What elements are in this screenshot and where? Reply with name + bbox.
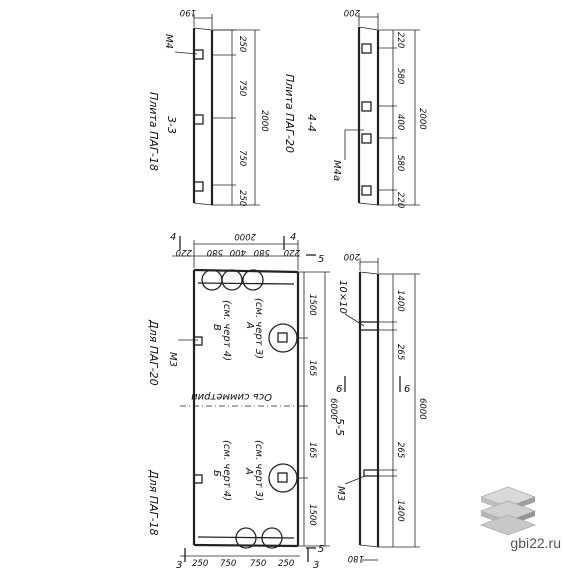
mark-m4: М4	[163, 34, 174, 49]
section-mark-4: 4	[290, 232, 296, 243]
dim-400: 400	[395, 114, 405, 130]
section-mark-3: 3	[313, 560, 319, 571]
dim-250: 250	[192, 559, 208, 569]
detail-a-top-ref: (см. черт 3)	[253, 298, 264, 359]
dim-1500: 1500	[307, 504, 317, 526]
dim-580: 580	[395, 68, 405, 84]
lifting-loop-circle	[242, 269, 264, 291]
weld-label: 10×10	[337, 280, 348, 314]
section-mark-5: 5	[318, 254, 324, 265]
plan-view: Ось симметрии 2000 220 580 400 580 220 4…	[147, 231, 338, 571]
width-dim: 190	[180, 7, 196, 17]
section-mark-4: 4	[170, 232, 176, 243]
view-4-4: 200 220 580 400 580 220 2000 М4а Плита П…	[283, 7, 427, 208]
stacked-slabs-logo	[479, 486, 537, 536]
embedded-plate	[193, 49, 204, 60]
lifting-loop-circle	[221, 269, 243, 291]
dim-750: 750	[250, 559, 266, 569]
embedded-plate	[361, 185, 372, 196]
total-length: 6000	[328, 398, 338, 420]
section-mark-6: 6	[336, 384, 342, 395]
plan-width: 2000	[234, 231, 256, 241]
dim-250: 250	[278, 559, 294, 569]
section-mark-6: 6	[404, 384, 410, 395]
detail-a-circle	[268, 323, 298, 353]
total-dim: 6000	[417, 398, 427, 420]
dim-165: 165	[307, 360, 317, 376]
caption-for-pag18: Для ПАГ-18	[147, 469, 160, 536]
brand-site[interactable]: gbi22.ru	[510, 535, 561, 551]
width-dim: 200	[344, 7, 360, 17]
axis-label: Ось симметрии	[191, 391, 272, 402]
detail-a-circle	[268, 463, 298, 493]
dim-265: 265	[395, 442, 405, 458]
dim-1400: 1400	[395, 290, 405, 312]
dim-580: 580	[207, 247, 223, 257]
dim-250-bottom: 250	[237, 190, 247, 206]
caption-pag18: Плита ПАГ-18	[147, 92, 160, 171]
embedded-plate	[361, 43, 372, 54]
dim-750: 750	[237, 80, 247, 96]
section-3-3: 3-3	[165, 116, 178, 134]
detail-v: В	[211, 324, 222, 331]
embedded-plate	[193, 114, 204, 125]
detail-b: Б	[211, 470, 222, 477]
width-dim: 200	[344, 251, 360, 261]
dim-750: 750	[220, 559, 236, 569]
embedded-plate	[361, 133, 372, 144]
dim-220: 220	[284, 247, 300, 257]
embedded-plate	[361, 101, 372, 112]
total-dim: 2000	[259, 110, 269, 132]
detail-a-bottom: А	[243, 467, 254, 475]
dim-580: 580	[395, 155, 405, 171]
dim-580: 580	[254, 247, 270, 257]
dim-400: 400	[230, 247, 246, 257]
lifting-loop-circle	[201, 269, 223, 291]
brand-watermark: gbi22.ru	[474, 479, 569, 569]
total-dim: 2000	[417, 108, 427, 130]
mark-m4a: М4а	[331, 160, 342, 181]
section-mark-5: 5	[318, 544, 324, 555]
section-title-5-5: 5-5	[333, 418, 346, 436]
detail-b-ref: (см. черт 4)	[221, 440, 232, 501]
embedded-plate	[193, 181, 204, 192]
section-mark-3: 3	[176, 560, 182, 571]
dim-165: 165	[307, 442, 317, 458]
dim-220-top: 220	[395, 32, 405, 48]
dim-265: 265	[395, 344, 405, 360]
caption-for-pag20: Для ПАГ-20	[147, 319, 160, 386]
mark-m3: М3	[167, 352, 178, 367]
detail-a-bottom-ref: (см. черт 3)	[253, 440, 264, 501]
embedded-strip	[359, 321, 379, 331]
lifting-loop-circle	[261, 527, 283, 549]
dim-750: 750	[237, 150, 247, 166]
section-4-4: 4-4	[305, 114, 318, 132]
bottom-width: 180	[348, 553, 364, 563]
mark-m3: М3	[335, 486, 346, 501]
section-5-5: 200 180 1400 265 265 1400 6000 10×10 6 6…	[333, 251, 427, 563]
dim-220-bottom: 220	[395, 192, 405, 208]
dim-220: 220	[176, 247, 192, 257]
detail-v-ref: (см. черт 4)	[221, 300, 232, 361]
caption-pag20: Плита ПАГ-20	[283, 74, 296, 153]
dim-1400: 1400	[395, 500, 405, 522]
lifting-loop-circle	[235, 527, 257, 549]
embedded-strip	[363, 469, 379, 477]
view-3-3: 190 250 750 750 250 2000 М4 Плита ПАГ-18…	[147, 7, 269, 206]
dim-1500: 1500	[307, 294, 317, 316]
detail-a-top: А	[244, 321, 255, 329]
dim-250-top: 250	[237, 36, 247, 52]
